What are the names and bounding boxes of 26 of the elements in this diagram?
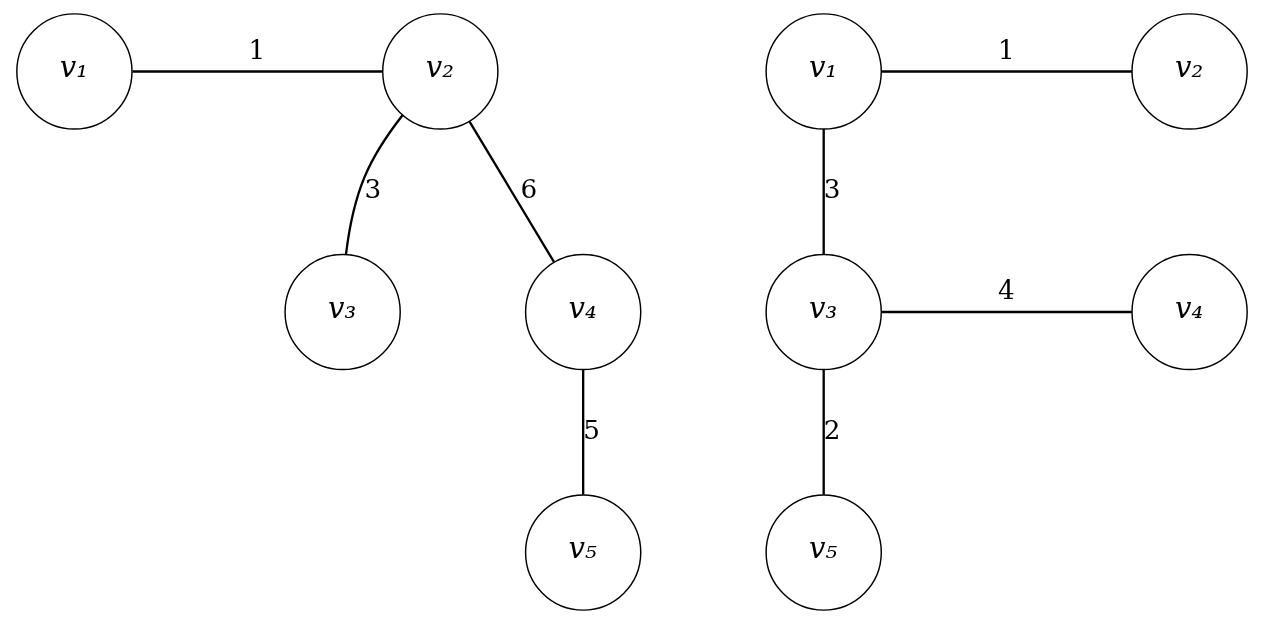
connector [881,70,1132,73]
node-circle: v₁ [765,13,882,130]
node-circle: v₄ [1131,253,1248,371]
connector [468,121,555,263]
edge-label: 1 [997,34,1015,65]
connector [822,129,825,255]
edge-label: 4 [997,275,1015,306]
connector [132,70,383,73]
connector [881,310,1132,314]
node-circle: v₂ [382,13,499,130]
edge-label: 5 [583,414,600,445]
edge-label: 3 [823,174,841,205]
node-circle: v₂ [1131,13,1248,130]
node-circle: v₃ [284,253,401,371]
node-circle: v₃ [765,253,882,371]
edge-label: 3 [364,174,382,205]
edge-label: 2 [823,414,841,445]
node-circle: v₁ [16,13,133,130]
node-circle: v₅ [765,494,882,611]
node-circle: v₄ [524,253,642,371]
edge-label: 6 [520,174,538,205]
edge-label: 1 [248,34,266,65]
connector [822,369,825,495]
connector [344,114,404,255]
connector [582,369,585,495]
node-circle: v₅ [524,494,642,611]
